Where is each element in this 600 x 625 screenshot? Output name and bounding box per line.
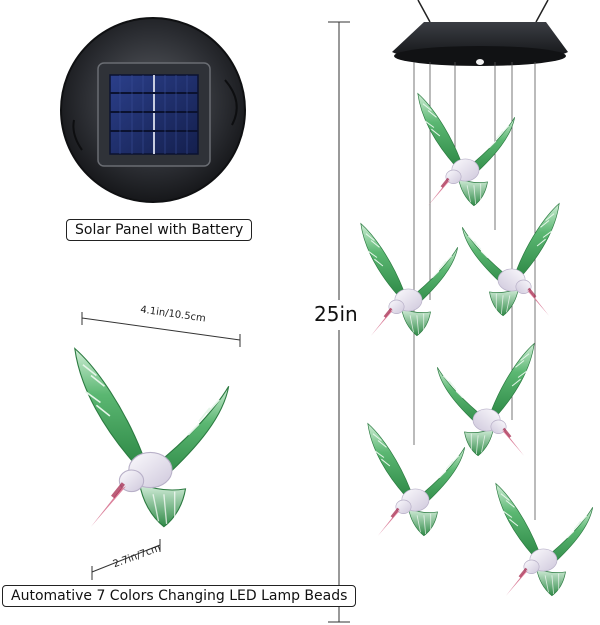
height-dimension-label: 25in [314,302,358,326]
height-dimension-line [312,21,370,623]
wind-chime-photo [359,0,594,597]
depth-dimension-line [91,539,161,580]
single-hummingbird-closeup [75,349,229,527]
solar-panel-photo [60,17,246,203]
solar-panel-caption: Solar Panel with Battery [66,219,253,241]
led-beads-caption: Automative 7 Colors Changing LED Lamp Be… [2,585,357,607]
width-dimension-line [81,312,241,347]
